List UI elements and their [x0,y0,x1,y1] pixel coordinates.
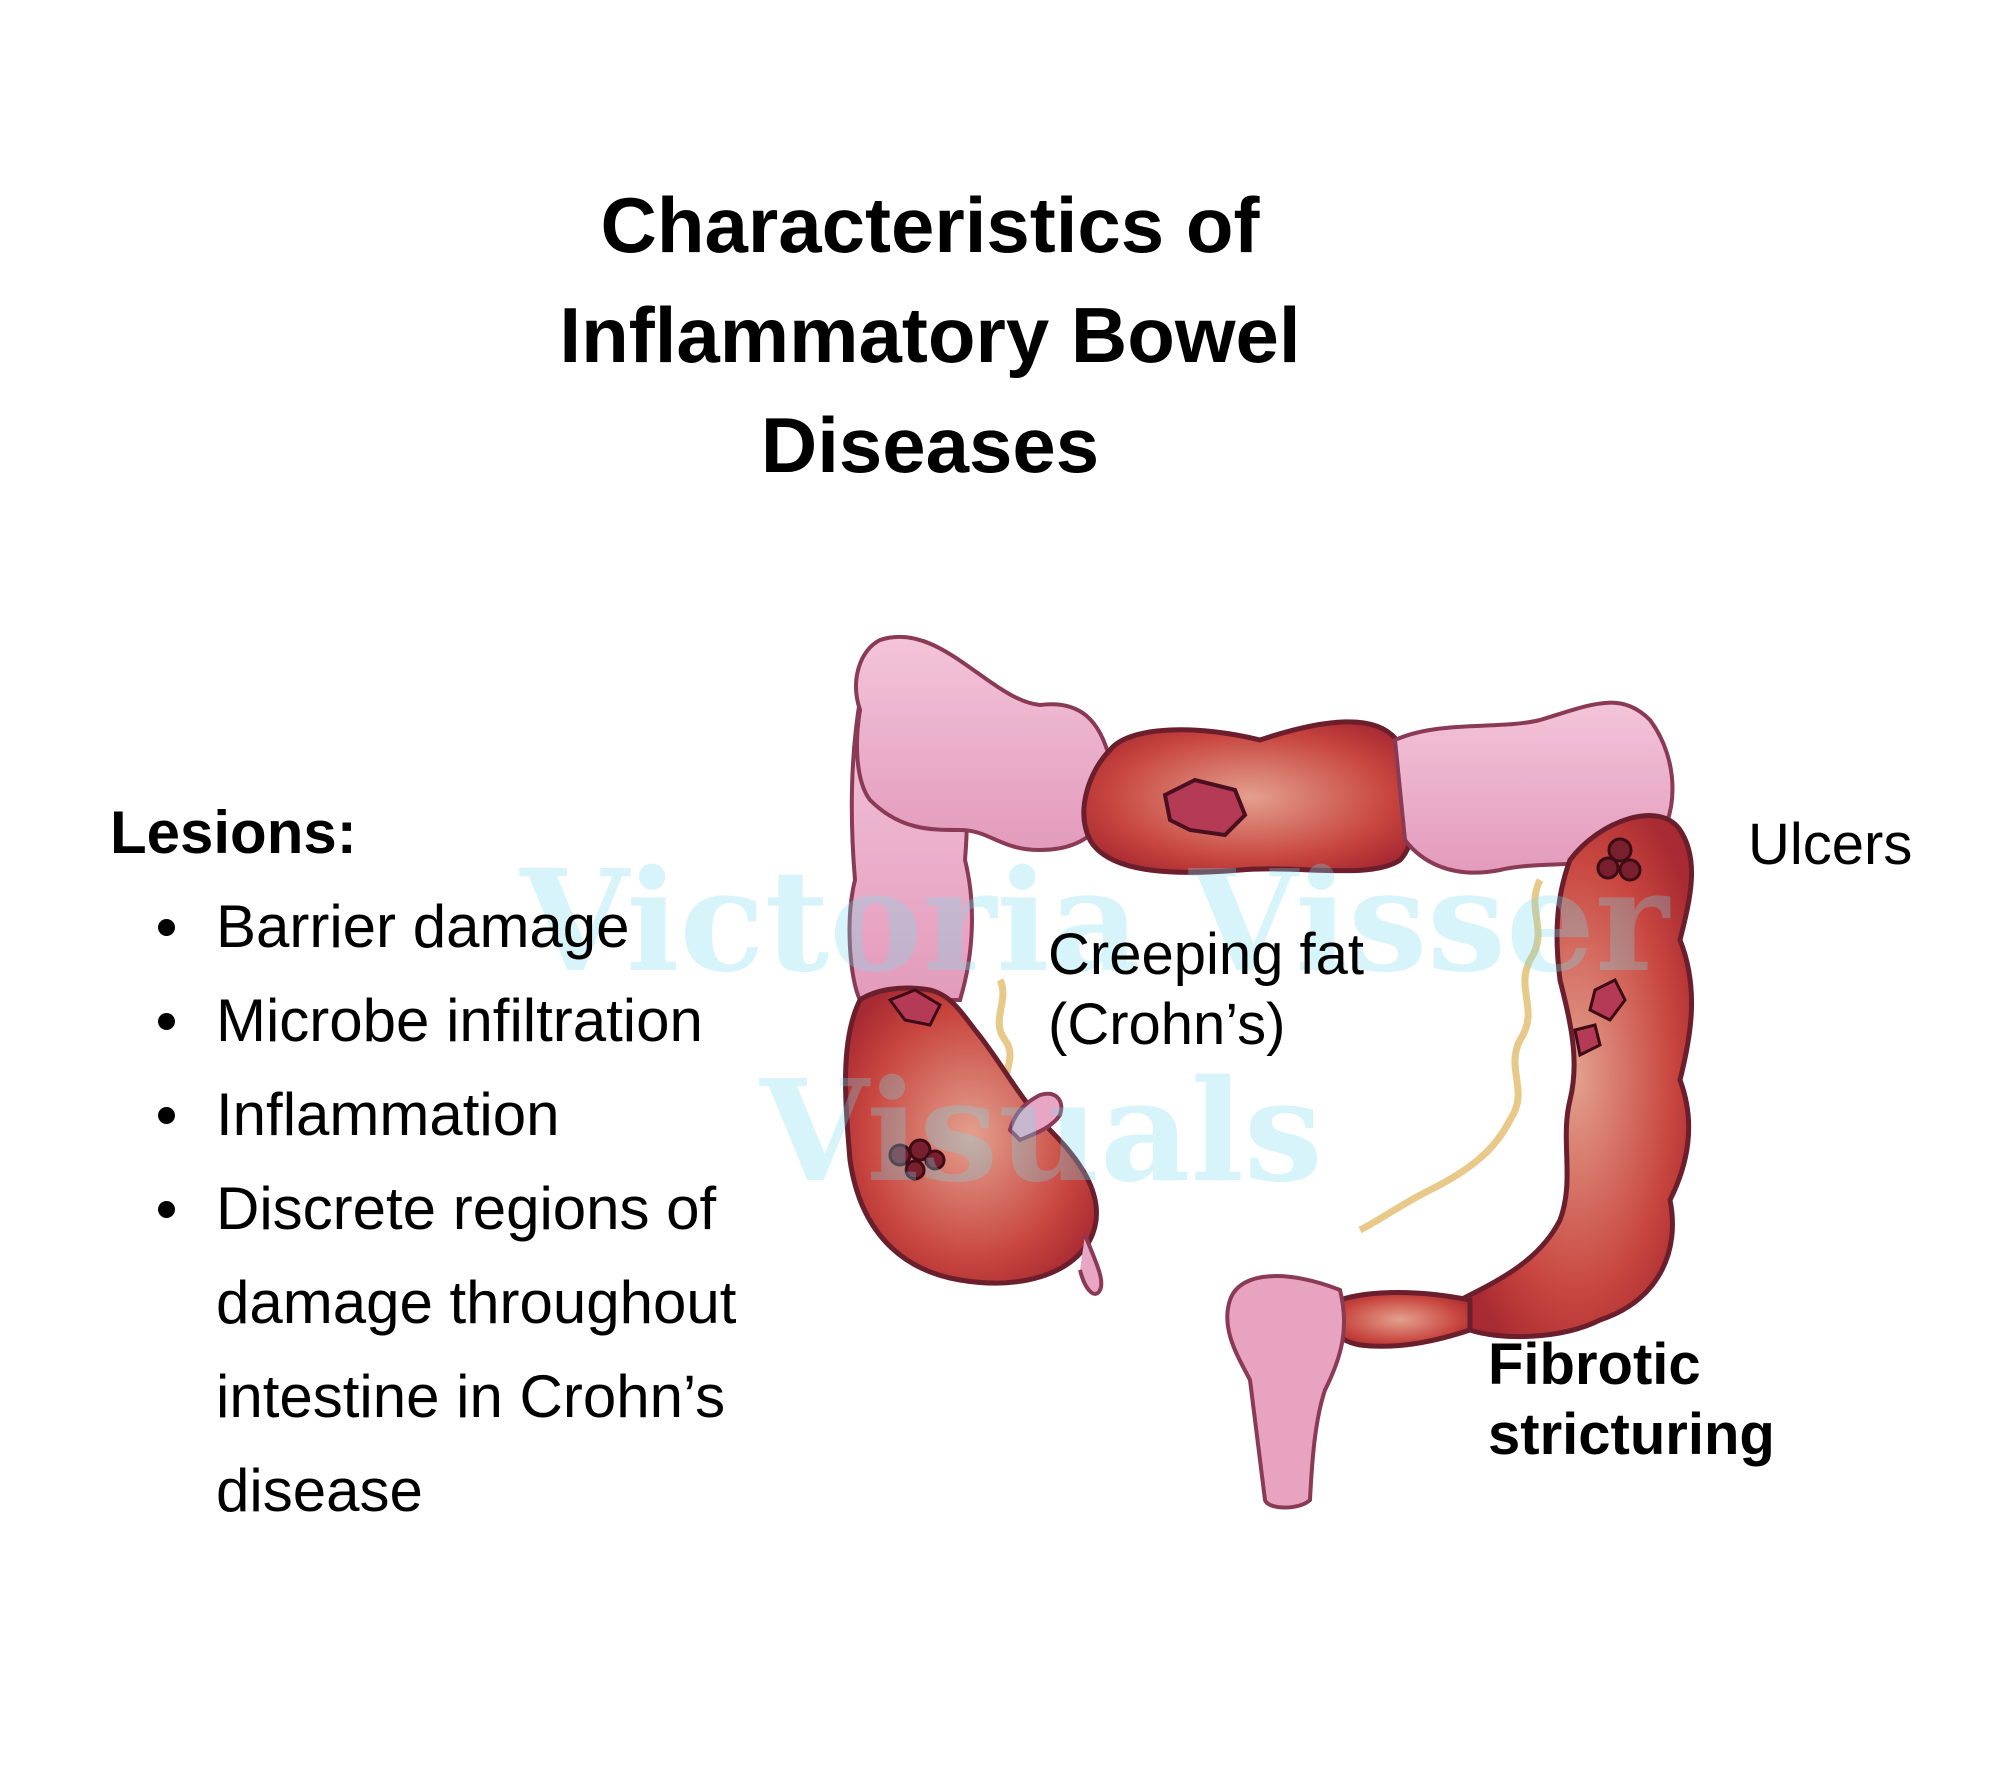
label-creeping-fat: Creeping fat (Crohn’s) [1048,922,1364,1057]
list-item: Microbe infiltration [150,974,830,1068]
descending-colon-inflamed [1456,813,1694,1340]
cecum-ulcers [887,988,946,1181]
title-line-2: Inflammatory Bowel [559,291,1301,379]
page-title: Characteristics of Inflammatory Bowel Di… [500,170,1360,500]
cecum-inflamed [843,985,1099,1286]
title-line-3: Diseases [760,401,1100,489]
bullet-icon [158,1013,175,1030]
transverse-colon-left [854,634,1114,853]
bullet-icon [158,1201,175,1218]
bullet-icon [158,919,175,936]
list-item: Barrier damage [150,880,830,974]
lesions-list: Barrier damage Microbe infiltration Infl… [150,880,830,1538]
appendix [1078,1234,1104,1296]
transverse-colon-inflamed [1081,719,1418,875]
list-item: Inflammation [150,1068,830,1162]
lesion-text: Discrete regions of damage throughout in… [216,1175,737,1524]
bullet-icon [158,1107,175,1124]
creeping-fat-right [1358,878,1544,1234]
lesion-text: Barrier damage [216,893,630,960]
label-fibrotic-stricturing: Fibrotic stricturing [1488,1332,1775,1467]
title-line-1: Characteristics of [600,181,1260,269]
transverse-ulcer [1162,777,1248,838]
sigmoid-colon [1327,1290,1473,1349]
lesion-text: Microbe infiltration [216,987,703,1054]
list-item: Discrete regions of damage throughout in… [150,1162,830,1538]
lesion-text: Inflammation [216,1081,560,1148]
rectum [1225,1274,1347,1510]
ileum-stub [1007,1091,1064,1143]
label-ulcers: Ulcers [1748,812,1913,877]
lesions-heading: Lesions: [110,799,357,866]
descending-ulcers [1573,837,1642,1058]
